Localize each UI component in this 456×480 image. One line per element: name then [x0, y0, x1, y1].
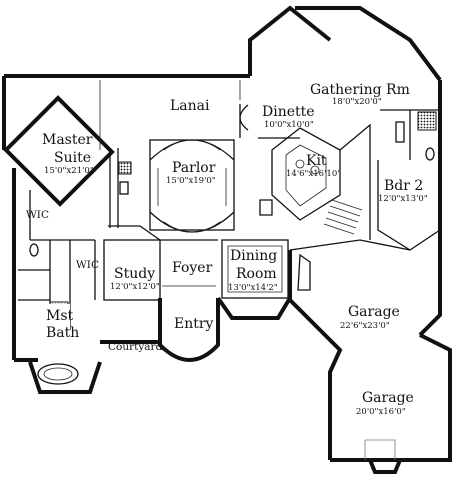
courtyard-label: Courtyard	[108, 341, 163, 353]
room-labels: Lanai Gathering Rm 18'0"x20'0" Dinette 1…	[26, 82, 428, 417]
bathtub-icon	[37, 363, 79, 385]
room-bdr2-name: Bdr 2	[384, 178, 423, 194]
room-mbath-name-2: Bath	[46, 325, 79, 341]
room-foyer-name: Foyer	[172, 260, 213, 276]
room-kit-dim: 14'6"x16'10"	[286, 169, 341, 179]
sink-icon	[395, 121, 405, 143]
exterior-walls	[2, 5, 452, 474]
hatched-column	[417, 111, 437, 131]
room-parlor-name: Parlor	[172, 160, 216, 176]
room-kit-name: Kit	[306, 153, 327, 169]
room-lanai-name: Lanai	[170, 98, 210, 114]
room-dining-name-2: Room	[236, 266, 277, 282]
interior-walls	[18, 80, 441, 460]
room-garage2-dim: 20'0"x16'0"	[356, 407, 406, 417]
room-gathering-name: Gathering Rm	[310, 82, 410, 98]
room-entry-name: Entry	[174, 316, 214, 332]
room-study-dim: 12'0"x12'0"	[110, 282, 160, 292]
room-wic1-name: WIC	[26, 209, 49, 221]
room-wic2-name: WIC	[76, 259, 99, 271]
room-master-dim: 15'0"x21'0"	[44, 166, 94, 176]
room-gathering-dim: 18'0"x20'0"	[332, 97, 382, 107]
room-dinette-dim: 10'0"x10'0"	[264, 120, 314, 130]
toilet-icon	[119, 181, 129, 195]
room-garage1-name: Garage	[348, 304, 400, 320]
toilet-icon	[29, 243, 39, 257]
room-mbath-name-1: Mst	[46, 308, 74, 324]
room-dining-dim: 13'0"x14'2"	[228, 283, 278, 293]
hatched-column	[118, 161, 132, 175]
room-master-name-2: Suite	[54, 150, 91, 166]
room-garage1-dim: 22'6"x23'0"	[340, 321, 390, 331]
room-master-name-1: Master	[42, 132, 93, 148]
room-bdr2-dim: 12'0"x13'0"	[378, 194, 428, 204]
room-dinette-name: Dinette	[262, 104, 315, 120]
room-dining-name-1: Dining	[230, 248, 277, 264]
room-study-name: Study	[114, 266, 155, 282]
toilet-icon	[425, 147, 435, 161]
room-parlor-dim: 15'0"x19'0"	[166, 176, 216, 186]
room-garage2-name: Garage	[362, 390, 414, 406]
